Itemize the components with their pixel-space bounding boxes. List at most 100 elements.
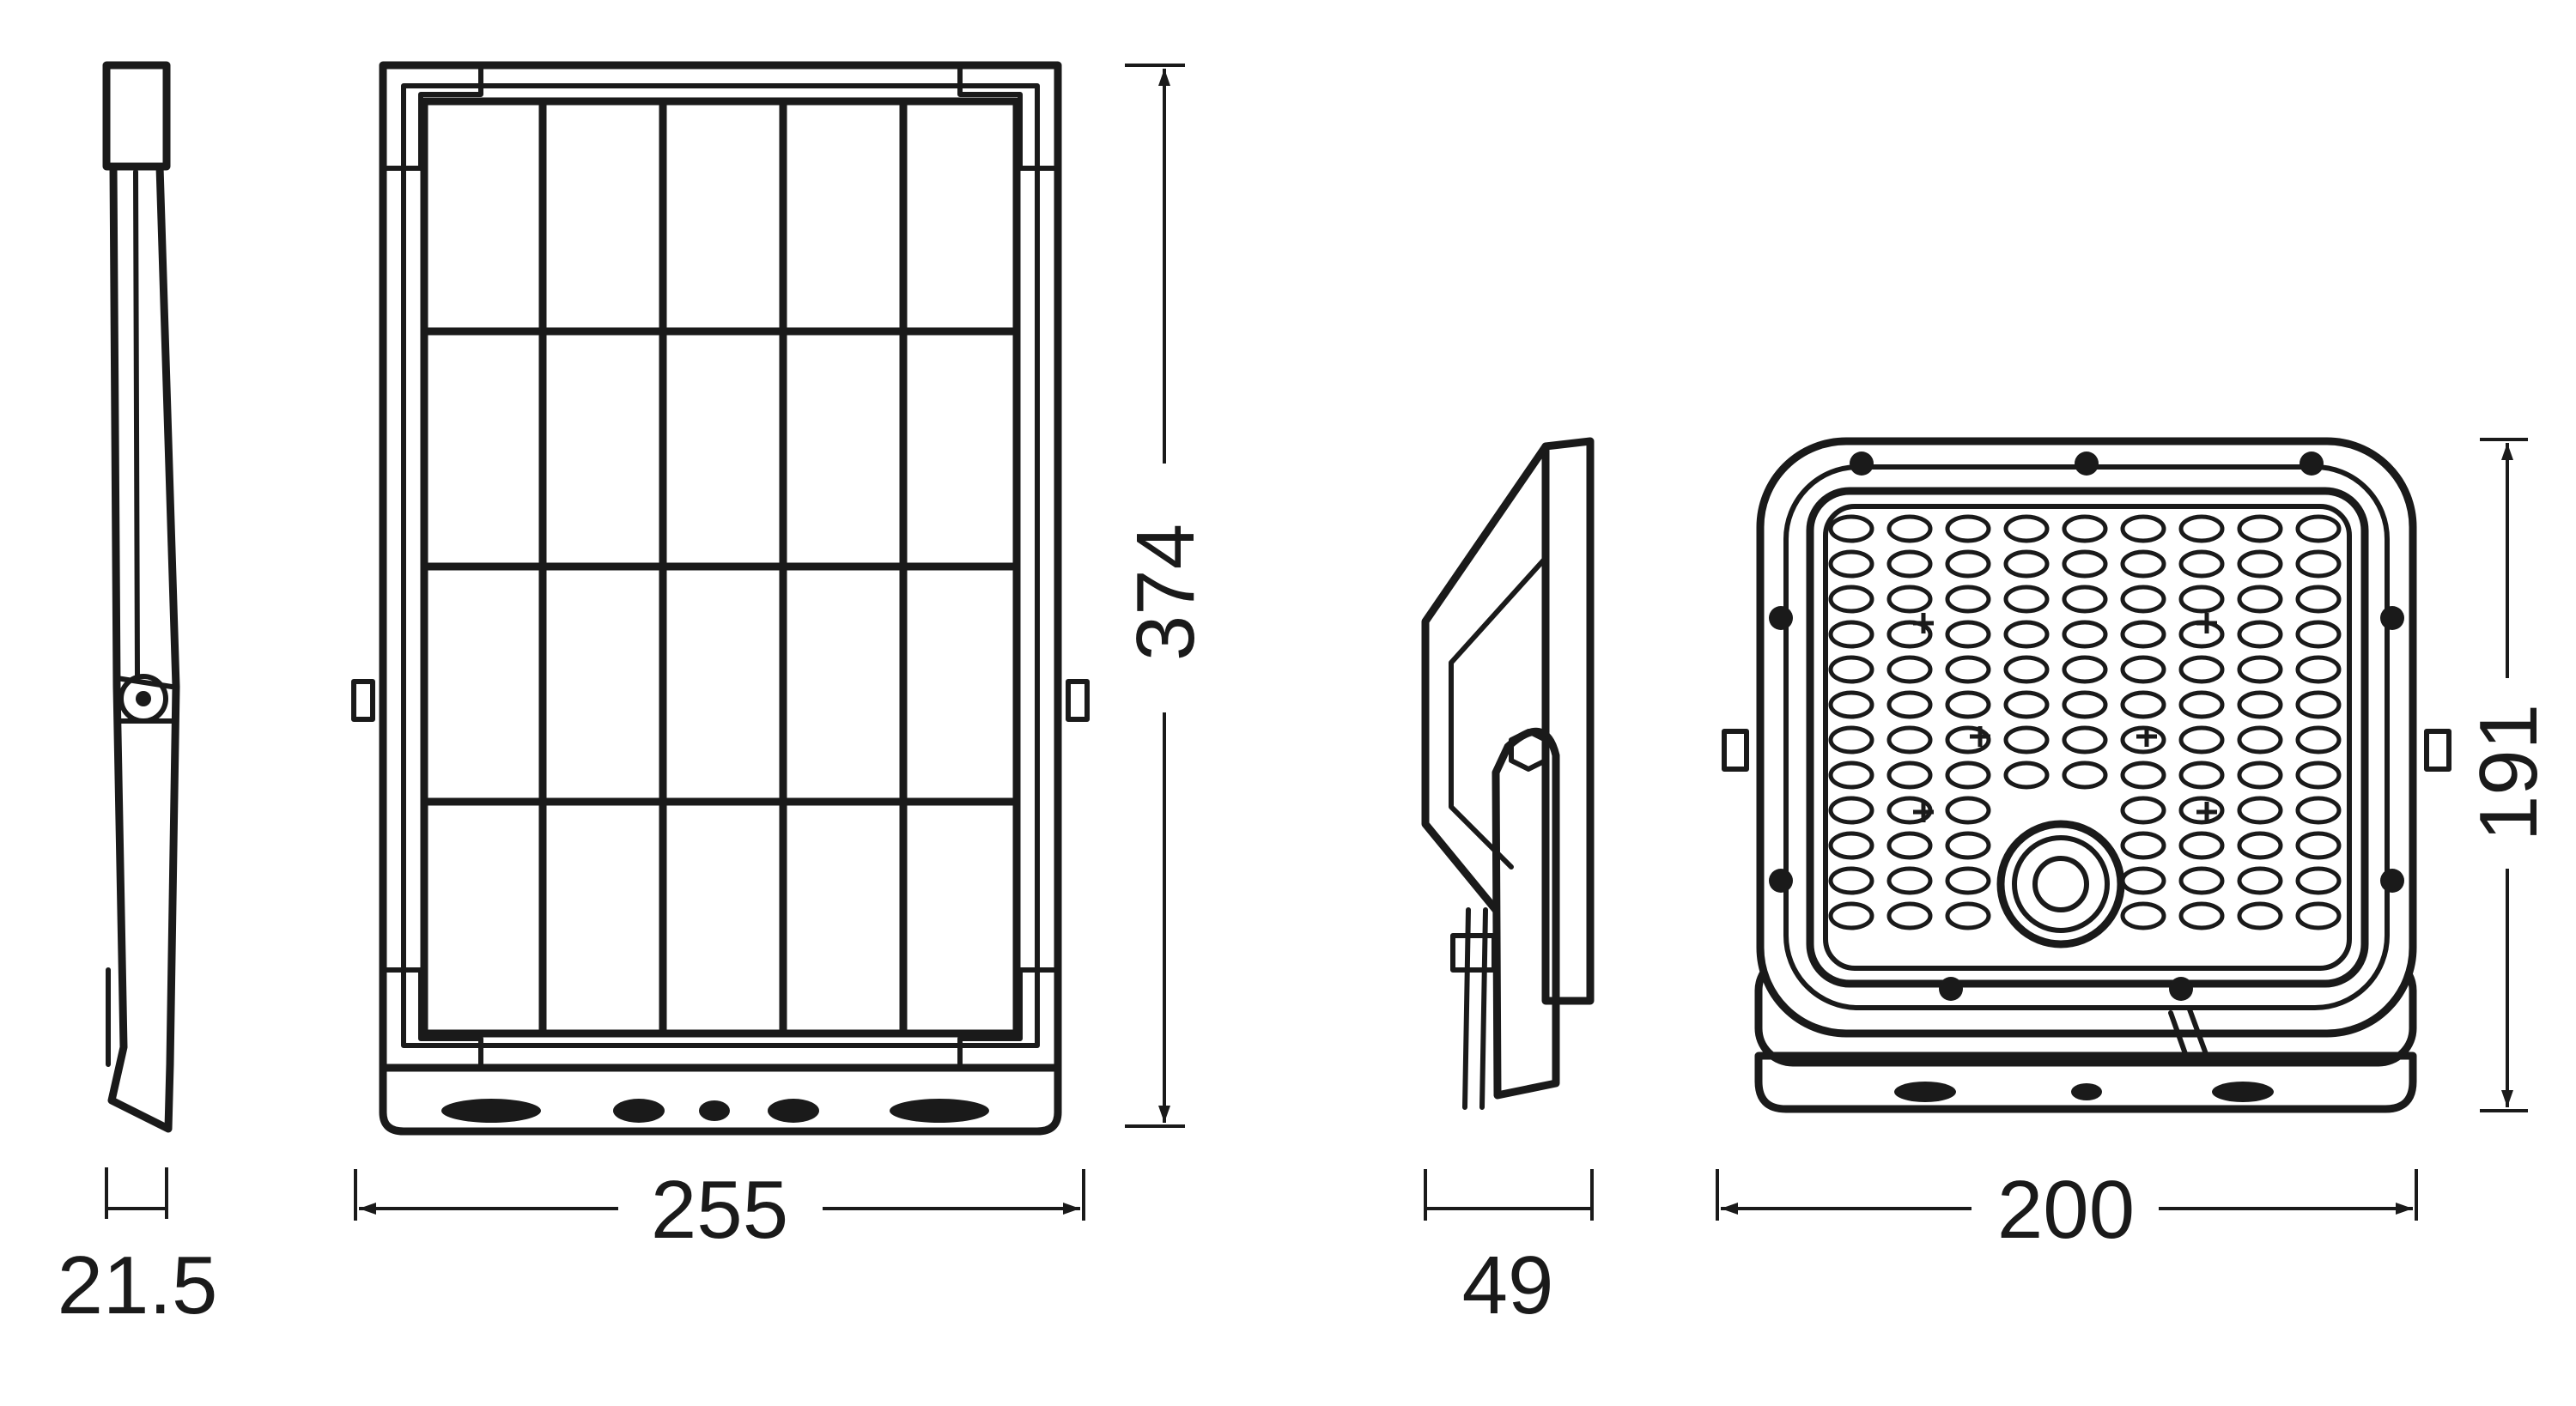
lens-mark — [2196, 802, 2217, 822]
lamp-base-foot — [1894, 1082, 1956, 1102]
led-lens — [1828, 585, 1874, 614]
led-lens — [2237, 761, 2283, 790]
motion-sensor-lens — [2032, 856, 2089, 912]
panel-inner-frame — [401, 83, 1040, 1048]
panel-side-pivot — [118, 674, 168, 724]
led-lens — [2062, 761, 2108, 790]
led-lens — [2120, 761, 2166, 790]
led-lens — [2120, 725, 2166, 755]
led-lens — [2062, 655, 2108, 684]
lamp-side-hex-bolt — [1509, 729, 1548, 772]
led-lens — [1886, 514, 1933, 543]
led-lens — [2120, 585, 2166, 614]
dim-lamp-depth: 49 — [1424, 1169, 1594, 1331]
led-lens — [2003, 655, 2050, 684]
led-lens — [2003, 725, 2050, 755]
led-lens — [2120, 796, 2166, 825]
dim-panel-depth: 21.5 — [58, 1167, 218, 1331]
led-lens — [2062, 549, 2108, 579]
panel-outer-frame — [379, 61, 1062, 1072]
led-lens — [2003, 585, 2050, 614]
panel-side-view — [102, 61, 180, 1133]
lamp-screw — [1769, 606, 1793, 630]
panel-corner-bottom-right — [957, 967, 1060, 1070]
led-lens — [2062, 514, 2108, 543]
led-lens — [2178, 655, 2225, 684]
led-lens — [2295, 690, 2342, 719]
led-lens — [2237, 831, 2283, 860]
panel-base-foot — [890, 1099, 989, 1123]
led-lens — [2120, 690, 2166, 719]
led-lens — [2295, 655, 2342, 684]
led-lens — [2237, 620, 2283, 649]
lamp-screw — [2380, 869, 2404, 893]
led-lens — [1828, 690, 1874, 719]
lamp-lens — [1823, 504, 2352, 971]
dim-lamp-height-label: 191 — [2463, 704, 2555, 841]
led-lens — [1945, 831, 1991, 860]
lamp-side-cable — [1462, 907, 1488, 1110]
lamp-left-knob — [1722, 729, 1749, 772]
led-lens — [1945, 725, 1991, 755]
lamp-base-foot — [2212, 1082, 2274, 1102]
lamp-screw — [2380, 606, 2404, 630]
led-lens — [2178, 831, 2225, 860]
lens-mark — [1913, 802, 1934, 822]
lamp-side-back — [1421, 442, 1550, 914]
led-lens — [2295, 549, 2342, 579]
led-lens — [2178, 725, 2225, 755]
lamp-screw — [2169, 977, 2193, 1001]
led-lens — [1945, 901, 1991, 930]
panel-side-inner-line — [133, 169, 140, 681]
lamp-screw — [1850, 451, 1874, 476]
lamp-housing — [1756, 437, 2417, 1038]
panel-corner-bottom-left — [380, 967, 483, 1070]
led-lens — [2003, 549, 2050, 579]
led-lens — [2178, 866, 2225, 895]
led-lens — [1828, 725, 1874, 755]
led-lens — [2003, 761, 2050, 790]
lamp-side-housing — [1541, 437, 1595, 1005]
panel-base-foot — [699, 1100, 730, 1121]
led-lens — [2178, 796, 2225, 825]
led-lens — [2237, 655, 2283, 684]
led-lens — [1828, 514, 1874, 543]
dim-panel-depth-label: 21.5 — [58, 1239, 218, 1331]
lamp-screw — [1769, 869, 1793, 893]
panel-right-knob — [1066, 679, 1090, 722]
dim-lamp-width: 200 — [1716, 1164, 2418, 1256]
led-lens — [2178, 514, 2225, 543]
dim-panel-height-label: 374 — [1120, 524, 1212, 661]
motion-sensor-ring — [2012, 835, 2110, 933]
panel-corner-top-left — [380, 63, 483, 171]
led-lens — [1886, 831, 1933, 860]
led-lens — [1828, 831, 1874, 860]
led-lens — [2120, 831, 2166, 860]
lens-mark — [2136, 726, 2157, 747]
lens-mark — [1970, 726, 1990, 747]
panel-corner-top-right — [957, 63, 1060, 171]
motion-sensor — [1996, 820, 2125, 948]
led-lens — [2237, 585, 2283, 614]
led-lens — [1945, 514, 1991, 543]
lamp-screw — [2075, 451, 2099, 476]
led-lens — [1945, 549, 1991, 579]
led-lens — [1945, 761, 1991, 790]
led-lens — [2295, 866, 2342, 895]
led-lens — [1886, 585, 1933, 614]
led-lens — [1886, 866, 1933, 895]
led-lens — [1828, 549, 1874, 579]
lamp-side-fin — [1449, 555, 1548, 870]
led-lens — [1945, 796, 1991, 825]
led-lens — [2237, 725, 2283, 755]
lamp-lens-frame — [1806, 487, 2369, 988]
led-lens — [1828, 655, 1874, 684]
dim-lamp-height: 191 — [2463, 438, 2555, 1112]
dim-lamp-width-label: 200 — [1997, 1164, 2135, 1256]
led-lens — [1828, 796, 1874, 825]
led-lens — [1886, 549, 1933, 579]
led-lens — [2062, 620, 2108, 649]
led-lens — [2295, 585, 2342, 614]
led-lens — [2178, 690, 2225, 719]
